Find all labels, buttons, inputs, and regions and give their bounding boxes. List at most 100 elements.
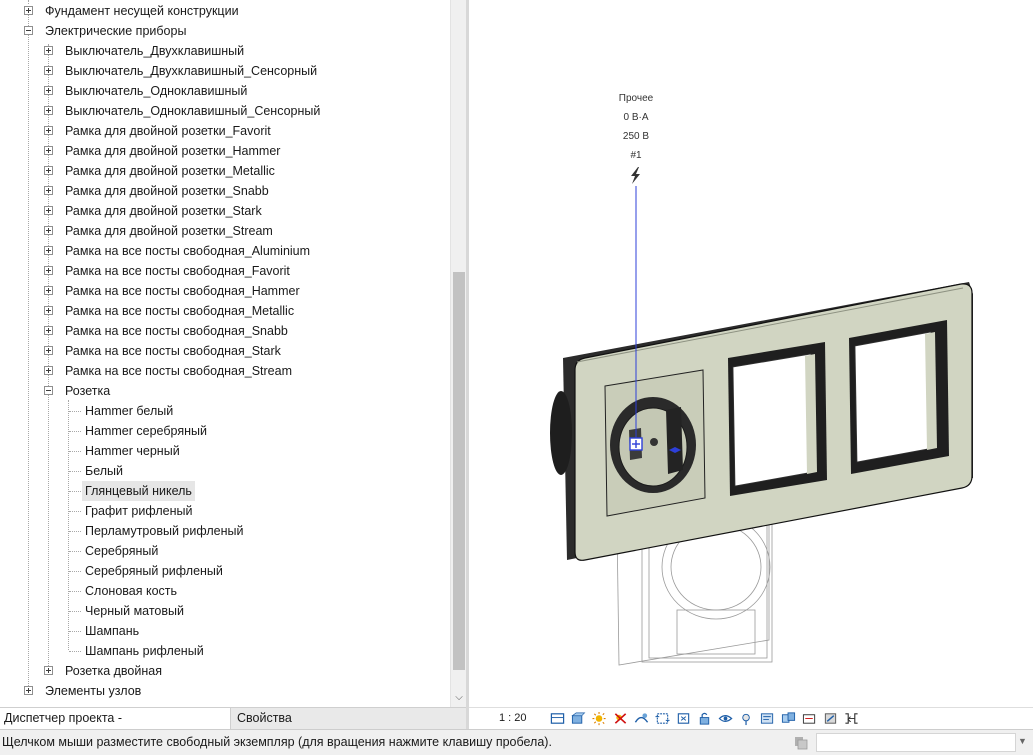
tree-item-label[interactable]: Фундамент несущей конструкции [45, 4, 239, 18]
tree-item[interactable]: Шампань рифленый [0, 641, 450, 661]
tree-item-label[interactable]: Рамка на все посты свободная_Snabb [65, 324, 288, 338]
tree-item[interactable]: Серебряный [0, 541, 450, 561]
tree-item[interactable]: Электрические приборы [0, 21, 450, 41]
tree-item-label[interactable]: Слоновая кость [85, 584, 178, 598]
tree-item[interactable]: Рамка для двойной розетки_Stream [0, 221, 450, 241]
tree-item-label[interactable]: Розетка двойная [65, 664, 162, 678]
tree-item[interactable]: Выключатель_Двухклавишный [0, 41, 450, 61]
expand-icon[interactable] [44, 186, 53, 195]
worksharing-display-icon[interactable] [780, 711, 797, 726]
tree-item[interactable]: Выключатель_Двухклавишный_Сенсорный [0, 61, 450, 81]
tree-item[interactable]: Розетка двойная [0, 661, 450, 681]
expand-icon[interactable] [44, 166, 53, 175]
tree-item[interactable]: Рамка на все посты свободная_Aluminium [0, 241, 450, 261]
tree-item-label[interactable]: Черный матовый [85, 604, 184, 618]
tree-item[interactable]: Перламутровый рифленый [0, 521, 450, 541]
detail-level-icon[interactable] [549, 711, 566, 726]
expand-icon[interactable] [44, 126, 53, 135]
tree-item-label[interactable]: Рамка для двойной розетки_Snabb [65, 184, 269, 198]
tree-item[interactable]: Рамка для двойной розетки_Favorit [0, 121, 450, 141]
temporary-hide-icon[interactable] [717, 711, 734, 726]
expand-icon[interactable] [44, 306, 53, 315]
worksets-icon[interactable] [792, 735, 810, 751]
visual-style-icon[interactable] [570, 711, 587, 726]
tree-item[interactable]: Розетка [0, 381, 450, 401]
expand-icon[interactable] [44, 346, 53, 355]
tree-item-label[interactable]: Выключатель_Одноклавишный [65, 84, 248, 98]
tree-item-label[interactable]: Рамка на все посты свободная_Stark [65, 344, 281, 358]
sun-path-icon[interactable] [591, 711, 608, 726]
render-icon[interactable] [633, 711, 650, 726]
tree-scrollbar[interactable]: ⌵ [450, 0, 466, 707]
shadows-icon[interactable] [612, 711, 629, 726]
tree-item[interactable]: Глянцевый никель [0, 481, 450, 501]
tree-item-label[interactable]: Элементы узлов [45, 684, 142, 698]
tree-item[interactable]: Рамка для двойной розетки_Snabb [0, 181, 450, 201]
tree-item-label[interactable]: Hammer серебряный [85, 424, 207, 438]
tree-item[interactable]: Выключатель_Одноклавишный [0, 81, 450, 101]
tree-item-label[interactable]: Перламутровый рифленый [85, 524, 244, 538]
tree-item-label[interactable]: Серебряный рифленый [85, 564, 223, 578]
tree-item[interactable]: Рамка на все посты свободная_Stark [0, 341, 450, 361]
tree-item-label[interactable]: Рамка для двойной розетки_Favorit [65, 124, 271, 138]
unlock-3d-view-icon[interactable] [696, 711, 713, 726]
tab-project-browser[interactable]: Диспетчер проекта - WERKEL_Проект [0, 708, 231, 746]
expand-icon[interactable] [44, 66, 53, 75]
tree-item-label[interactable]: Рамка для двойной розетки_Hammer [65, 144, 281, 158]
collapse-view-controls-icon[interactable]: ‹ [847, 710, 852, 726]
temporary-view-properties-icon[interactable] [759, 711, 776, 726]
expand-icon[interactable] [44, 286, 53, 295]
analytical-model-icon[interactable] [801, 711, 818, 726]
chevron-down-icon[interactable]: ▼ [1018, 736, 1027, 746]
expand-icon[interactable] [44, 106, 53, 115]
tree-item[interactable]: Серебряный рифленый [0, 561, 450, 581]
view-scale[interactable]: 1 : 20 [499, 712, 527, 724]
expand-icon[interactable] [24, 686, 33, 695]
tree-item-label[interactable]: Выключатель_Двухклавишный_Сенсорный [65, 64, 318, 78]
expand-icon[interactable] [44, 246, 53, 255]
tree-item-label[interactable]: Шампань [85, 624, 140, 638]
tree-item[interactable]: Рамка на все посты свободная_Hammer [0, 281, 450, 301]
tree-item[interactable]: Фундамент несущей конструкции [0, 1, 450, 21]
tree-item[interactable]: Черный матовый [0, 601, 450, 621]
tree-item[interactable]: Рамка на все посты свободная_Metallic [0, 301, 450, 321]
tree-item[interactable]: Рамка на все посты свободная_Favorit [0, 261, 450, 281]
tree-item-label[interactable]: Серебряный [85, 544, 159, 558]
tree-item-label[interactable]: Рамка на все посты свободная_Hammer [65, 284, 300, 298]
tree-item[interactable]: Слоновая кость [0, 581, 450, 601]
tree-item-label[interactable]: Рамка на все посты свободная_Stream [65, 364, 292, 378]
tree-item-label[interactable]: Рамка для двойной розетки_Stream [65, 224, 273, 238]
tree-item[interactable]: Выключатель_Одноклавишный_Сенсорный [0, 101, 450, 121]
tree-item[interactable]: Hammer белый [0, 401, 450, 421]
expand-icon[interactable] [44, 226, 53, 235]
tree-item[interactable]: Рамка для двойной розетки_Stark [0, 201, 450, 221]
tree-item-label[interactable]: Рамка на все посты свободная_Aluminium [65, 244, 311, 258]
expand-icon[interactable] [44, 46, 53, 55]
tree-item-label[interactable]: Рамка на все посты свободная_Metallic [65, 304, 295, 318]
highlight-displacement-icon[interactable] [822, 711, 839, 726]
expand-icon[interactable] [44, 666, 53, 675]
constraints-icon[interactable] [843, 711, 860, 726]
expand-icon[interactable] [44, 146, 53, 155]
collapse-icon[interactable] [44, 386, 53, 395]
tree-item[interactable]: Элементы узлов [0, 681, 450, 701]
active-workset-field[interactable] [816, 733, 1016, 752]
reveal-hidden-icon[interactable] [738, 711, 755, 726]
tree-item[interactable]: Рамка для двойной розетки_Metallic [0, 161, 450, 181]
expand-icon[interactable] [44, 206, 53, 215]
tree-item[interactable]: Рамка для двойной розетки_Hammer [0, 141, 450, 161]
tree-item[interactable]: Рамка на все посты свободная_Stream [0, 361, 450, 381]
collapse-icon[interactable] [24, 26, 33, 35]
tree-item-label[interactable]: Электрические приборы [45, 24, 187, 38]
panel-splitter[interactable] [466, 0, 469, 729]
tree-item[interactable]: Шампань [0, 621, 450, 641]
tree-item-label[interactable]: Рамка на все посты свободная_Favorit [65, 264, 290, 278]
tree-item[interactable]: Рамка на все посты свободная_Snabb [0, 321, 450, 341]
tree-item-label[interactable]: Выключатель_Одноклавишный_Сенсорный [65, 104, 321, 118]
scrollbar-thumb[interactable] [453, 272, 465, 670]
tree-item-label[interactable]: Рамка для двойной розетки_Stark [65, 204, 262, 218]
expand-icon[interactable] [24, 6, 33, 15]
show-crop-icon[interactable] [675, 711, 692, 726]
tree-item[interactable]: Белый [0, 461, 450, 481]
tree-item-label[interactable]: Hammer черный [85, 444, 180, 458]
